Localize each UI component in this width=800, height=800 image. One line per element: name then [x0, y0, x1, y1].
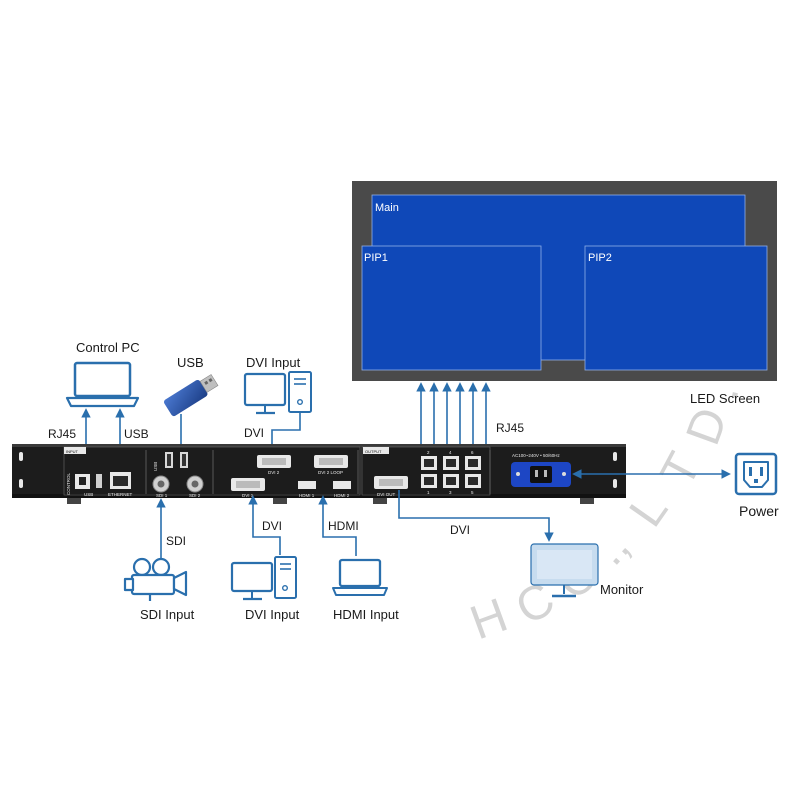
dvi2-loop-label: DVI 2 LOOP [318, 470, 343, 475]
sdi2-label: SDI 2 [189, 493, 201, 498]
dvi-input-bottom-label: DVI Input [245, 607, 300, 622]
usb-tag: USB [153, 462, 158, 471]
sdi-input-label: SDI Input [140, 607, 195, 622]
video-processor-device: INPUT OUTPUT CONTROL USB USB ETHERNET SD… [12, 444, 626, 504]
port-number-6: 6 [471, 450, 474, 455]
output-tag: OUTPUT [365, 449, 382, 454]
usb-device-label: USB [177, 355, 204, 370]
power-outlet-icon [734, 452, 778, 496]
hdmi-link-label: HDMI [328, 519, 359, 533]
dvi-bottom-link-label: DVI [262, 519, 282, 533]
monitor-label: Monitor [600, 582, 644, 597]
monitor-icon [530, 543, 599, 598]
rj45-output-ports: 2 4 6 1 3 5 [421, 450, 481, 495]
hdmi1-label: HDMI 1 [299, 493, 315, 498]
usb-port-label: USB [84, 492, 93, 497]
led-screen-caption: LED Screen [690, 391, 760, 406]
rj45-control-label: RJ45 [48, 427, 76, 441]
sdi1-label: SDI 1 [156, 493, 168, 498]
dvi-input-bottom-icon [230, 556, 297, 601]
pip2-window [584, 245, 768, 371]
usb-stick-icon [164, 374, 219, 417]
hdmi-arrow [318, 495, 357, 556]
led-screen: Main PIP1 PIP2 [352, 181, 777, 381]
rj45-output-label: RJ45 [496, 421, 524, 435]
control-pc-icon [65, 361, 140, 408]
dvi-bottom-arrow [248, 495, 281, 555]
dvi2-label: DVI 2 [268, 470, 280, 475]
watermark-l: L [620, 484, 679, 536]
bottom-connection-arrows [156, 490, 554, 560]
dvi-input-top-icon [243, 371, 312, 415]
dvi-top-link-label: DVI [244, 426, 264, 440]
control-pc-label: Control PC [76, 340, 140, 355]
hdmi-input-label: HDMI Input [333, 607, 399, 622]
ethernet-port-label: ETHERNET [108, 492, 133, 497]
watermark-d: D [677, 401, 739, 452]
pip1-window [361, 245, 542, 371]
video-camera-icon [123, 557, 188, 601]
watermark-t: T [651, 444, 712, 495]
input-tag: INPUT [66, 449, 79, 454]
dvi-out-link-label: DVI [450, 523, 470, 537]
control-tag: CONTROL [66, 473, 71, 495]
pip1-window-label: PIP1 [364, 252, 388, 264]
hdmi-2-port[interactable] [333, 481, 351, 489]
port-number-3: 3 [449, 490, 452, 495]
hdmi2-label: HDMI 2 [334, 493, 350, 498]
dvi-out-label: DVI OUT [377, 492, 396, 497]
power-label: Power [739, 503, 779, 519]
port-number-1: 1 [427, 490, 430, 495]
rj45-output-arrows [416, 382, 491, 448]
pip2-window-label: PIP2 [588, 252, 612, 264]
port-number-4: 4 [449, 450, 452, 455]
port-number-2: 2 [427, 450, 430, 455]
hdmi-input-laptop-icon [332, 558, 388, 596]
dvi-top-arrow [267, 413, 301, 454]
dvi1-label: DVI 1 [242, 493, 254, 498]
power-rating: AC100~240V • 50/60Hz [512, 453, 560, 458]
dvi-out-arrow [398, 490, 554, 542]
dvi-input-top-label: DVI Input [246, 355, 301, 370]
hdmi-1-port[interactable] [298, 481, 316, 489]
sdi-link-label: SDI [166, 534, 186, 548]
main-window-label: Main [375, 202, 399, 214]
watermark-h: H [464, 589, 515, 651]
usb-control-label: USB [124, 427, 149, 441]
port-number-5: 5 [471, 490, 474, 495]
